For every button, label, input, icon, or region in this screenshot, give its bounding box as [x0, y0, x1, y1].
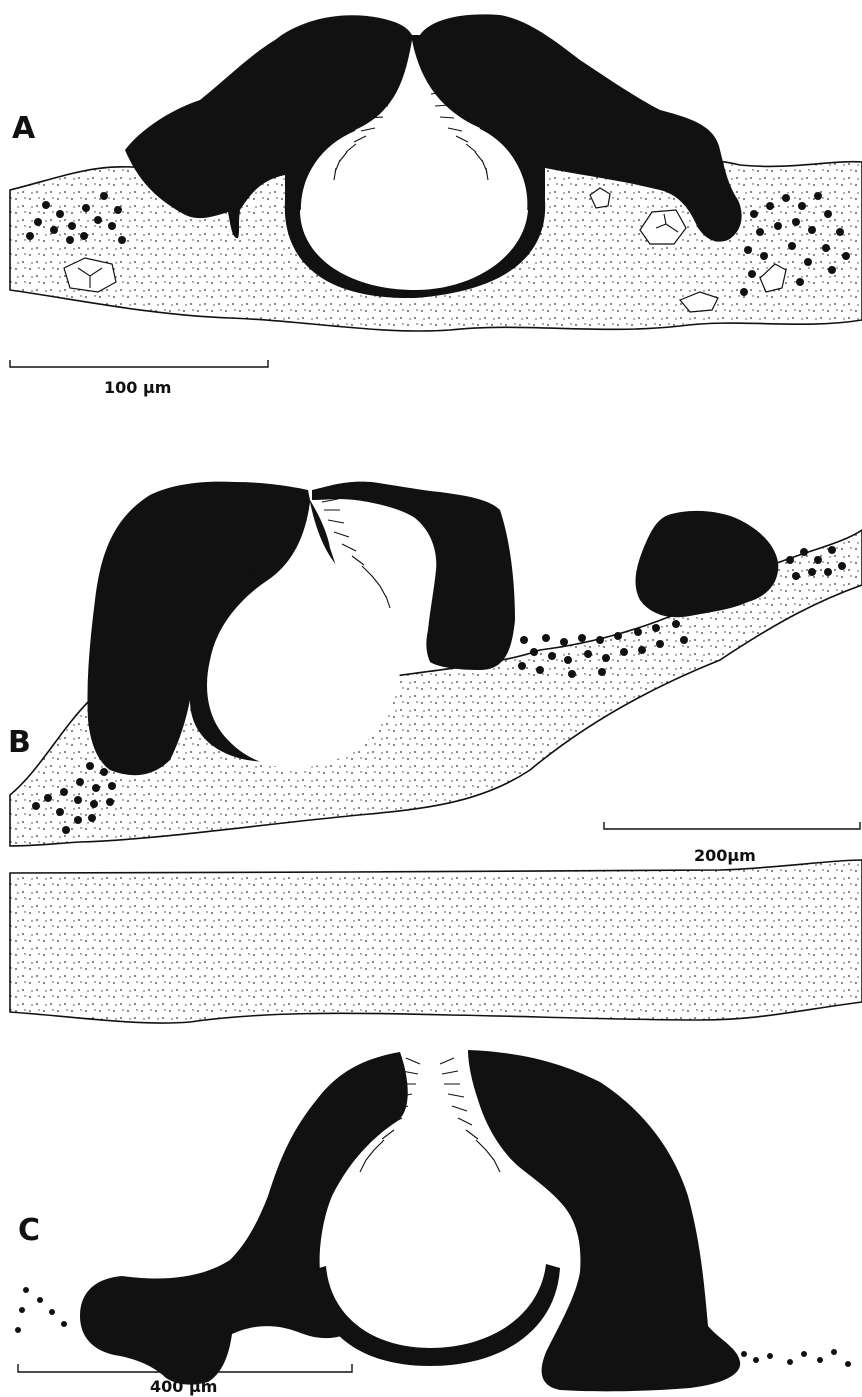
panel-b-scale-bar	[604, 822, 860, 829]
panel-c-granules-right	[741, 1349, 851, 1367]
panel-a-label: A	[12, 111, 36, 146]
panel-c: C 400 µm	[10, 860, 862, 1396]
panel-b-scale-label: 200µm	[694, 846, 756, 865]
panel-b-label: B	[8, 725, 31, 760]
panel-c-granules-left	[15, 1287, 67, 1333]
panel-c-label: C	[18, 1213, 40, 1248]
panel-c-scale-label: 400 µm	[150, 1377, 217, 1396]
panel-a-scale-bar	[10, 360, 268, 367]
panel-a-scale-label: 100 µm	[104, 378, 171, 397]
panel-c-substrate	[10, 860, 862, 1023]
panel-b: B 200µm	[8, 482, 862, 865]
panel-a: A 100 µm	[10, 14, 862, 397]
